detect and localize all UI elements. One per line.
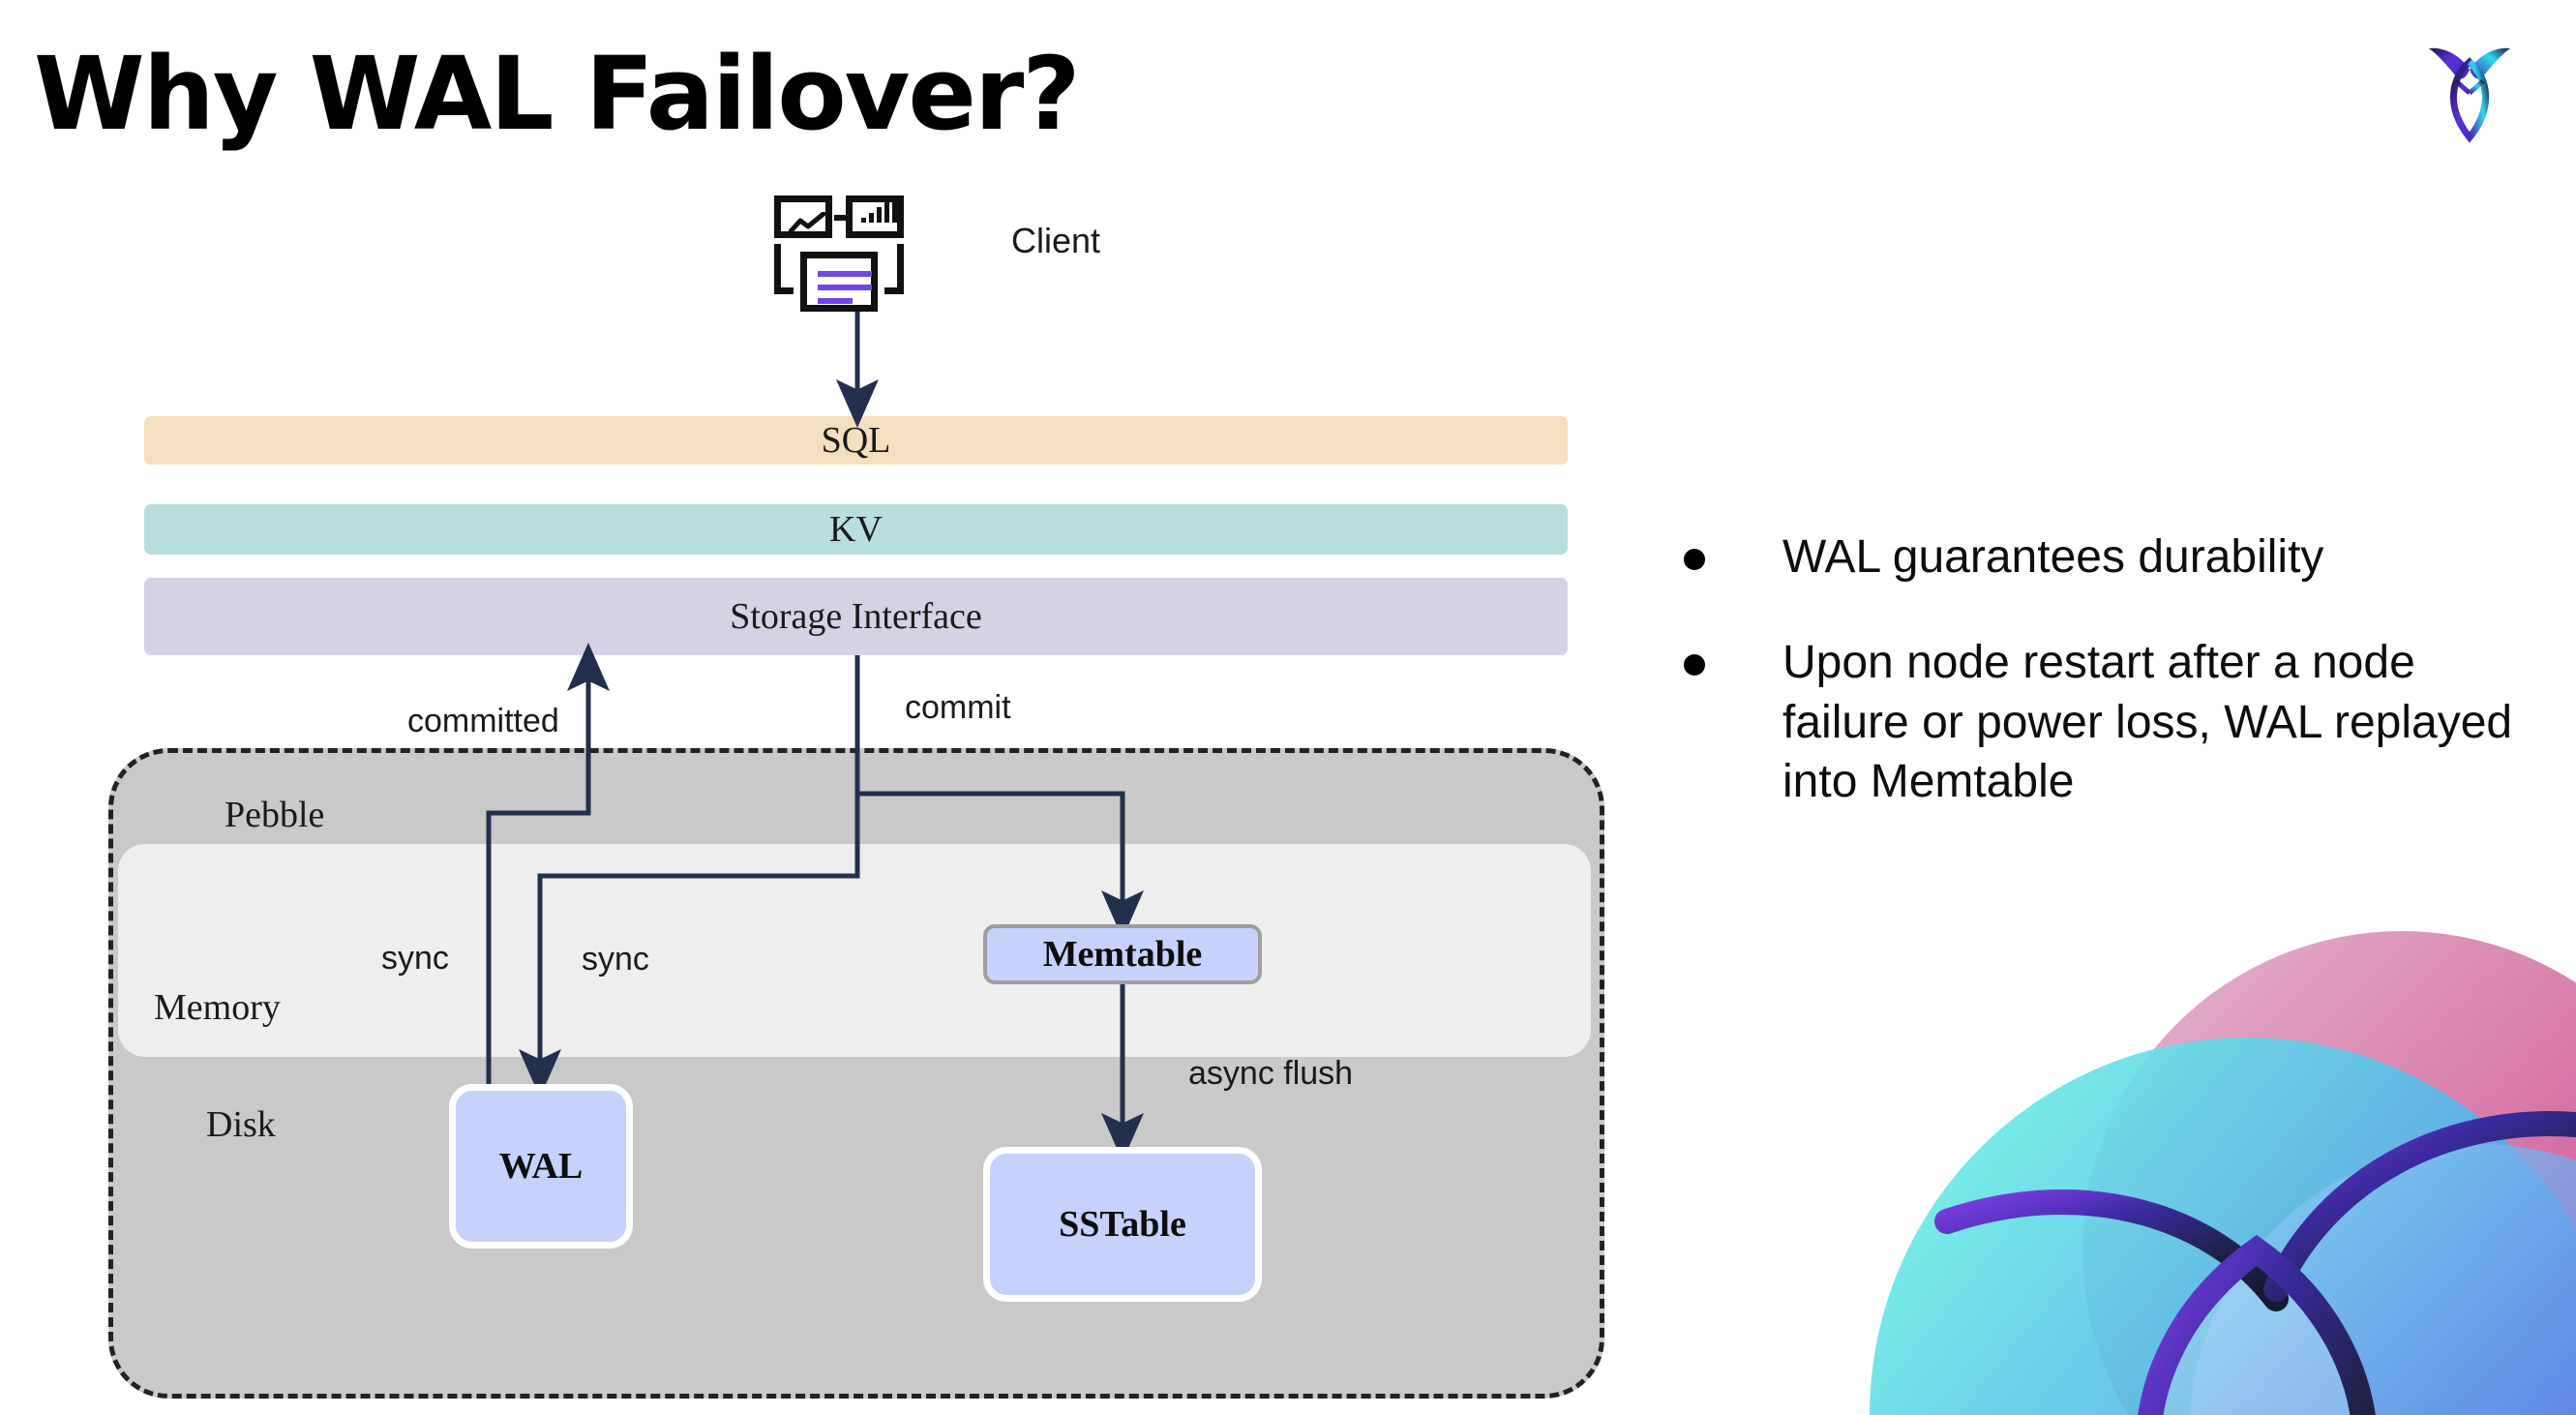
edge-label-committed: committed (407, 703, 559, 739)
layer-bar-sql: SQL (144, 416, 1568, 465)
edge-label-sync-2: sync (582, 941, 649, 978)
node-wal: WAL (449, 1084, 633, 1249)
edge-label-sync-1: sync (381, 940, 449, 977)
client-label: Client (1011, 221, 1101, 260)
layer-label-sql: SQL (821, 420, 891, 461)
node-sstable: SSTable (983, 1147, 1262, 1302)
memory-label: Memory (154, 987, 281, 1028)
edge-label-async-flush: async flush (1188, 1055, 1354, 1092)
bar-chart-icon (846, 196, 904, 238)
edge-label-commit: commit (905, 689, 1011, 726)
bullet-text: Upon node restart after a node failure o… (1782, 637, 2513, 808)
node-label-memtable: Memtable (1042, 934, 1203, 975)
disk-label: Disk (206, 1104, 276, 1145)
bullet-list: WAL guarantees durability Upon node rest… (1684, 527, 2535, 858)
decorative-brand-graphic (1870, 931, 2576, 1415)
client-devices-icon (774, 196, 929, 312)
page-title: Why WAL Failover? (34, 35, 1081, 153)
document-icon (800, 252, 878, 312)
layer-label-kv: KV (829, 509, 883, 550)
bracket-right-icon (884, 244, 904, 294)
list-item: Upon node restart after a node failure o… (1684, 633, 2535, 811)
bullet-dot-icon (1684, 549, 1705, 570)
node-memtable: Memtable (983, 924, 1262, 984)
layer-bar-storage-interface: Storage Interface (144, 578, 1568, 655)
cockroachdb-logo-icon (2421, 37, 2518, 143)
list-item: WAL guarantees durability (1684, 527, 2535, 587)
bullet-text: WAL guarantees durability (1782, 531, 2324, 583)
dash-divider-icon (834, 215, 846, 221)
memory-region (118, 844, 1591, 1057)
bullet-dot-icon (1684, 654, 1705, 677)
line-chart-icon (774, 196, 832, 238)
node-label-sstable: SSTable (1059, 1204, 1186, 1245)
pebble-label: Pebble (225, 795, 325, 835)
layer-label-storage-interface: Storage Interface (730, 596, 982, 637)
bracket-left-icon (774, 244, 794, 294)
layer-bar-kv: KV (144, 504, 1568, 555)
node-label-wal: WAL (498, 1146, 584, 1187)
